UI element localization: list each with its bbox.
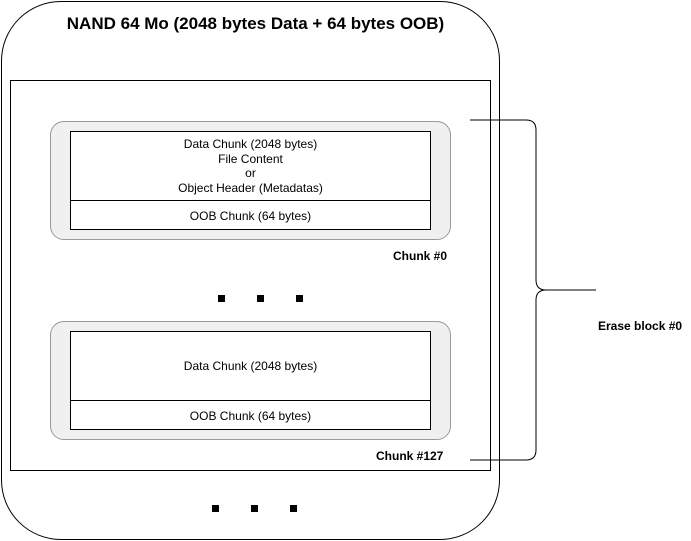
nand-title: NAND 64 Mo (2048 bytes Data + 64 bytes O… [66, 14, 445, 33]
chunk-0-data-line-4: Object Header (Metadatas) [178, 180, 323, 195]
chunk-127-label: Chunk #127 [376, 449, 444, 463]
erase-block-label: Erase block #0 [598, 319, 683, 333]
ellipsis-dot-4 [212, 505, 219, 512]
chunk-127-oob-area: OOB Chunk (64 bytes) [71, 401, 430, 430]
brace-path [470, 119, 596, 461]
chunk-0-data-line-3: or [245, 166, 256, 180]
chunk-127-inner: Data Chunk (2048 bytes) OOB Chunk (64 by… [70, 331, 431, 430]
chunk-127-data-area: Data Chunk (2048 bytes) [71, 332, 430, 401]
chunk-127-oob-label: OOB Chunk (64 bytes) [189, 408, 312, 423]
chunk-0-oob-area: OOB Chunk (64 bytes) [71, 201, 430, 230]
chunk-0-inner: Data Chunk (2048 bytes) File Content or … [70, 131, 431, 230]
ellipsis-dot-2 [257, 295, 264, 302]
ellipsis-dot-6 [290, 505, 297, 512]
chunk-0-data-area: Data Chunk (2048 bytes) File Content or … [71, 132, 430, 201]
ellipsis-dot-5 [251, 505, 258, 512]
chunk-0-label: Chunk #0 [393, 249, 448, 263]
chunk-127-data-line-1: Data Chunk (2048 bytes) [183, 358, 318, 373]
ellipsis-dot-3 [296, 295, 303, 302]
chunk-0-data-line-2: File Content [218, 151, 283, 166]
ellipsis-dot-1 [218, 295, 225, 302]
chunk-0-oob-label: OOB Chunk (64 bytes) [189, 208, 312, 223]
chunk-0-data-line-1: Data Chunk (2048 bytes) [183, 137, 318, 151]
